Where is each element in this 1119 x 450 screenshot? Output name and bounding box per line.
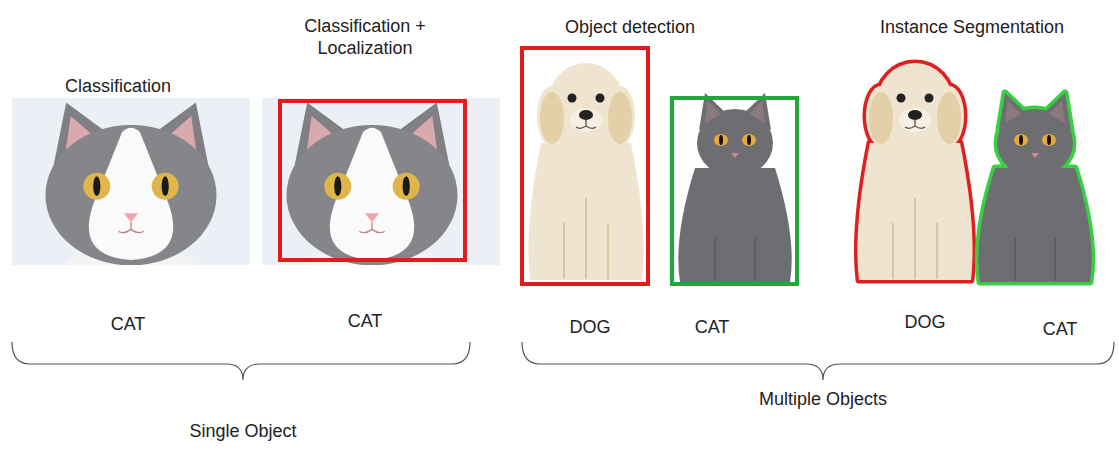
dog-image: [857, 63, 972, 280]
bounding-box: [522, 48, 648, 284]
cat-image: [287, 103, 458, 266]
segmentation-mask: [978, 93, 1091, 282]
segmentation-mask: [857, 63, 972, 280]
cat-image: [678, 93, 791, 282]
task-title: Object detection: [565, 17, 695, 39]
task-title: Instance Segmentation: [880, 17, 1064, 39]
group-label: Multiple Objects: [759, 389, 887, 411]
dog-image: [528, 63, 643, 280]
task-title: Classification + Localization: [280, 16, 450, 59]
cat-image: [978, 93, 1091, 282]
group-label: Single Object: [189, 421, 296, 443]
class-label: CAT: [111, 314, 146, 336]
brace: [522, 342, 1114, 380]
brace: [12, 342, 470, 380]
task-title: Classification: [65, 76, 171, 98]
bounding-box: [280, 101, 465, 260]
class-label: CAT: [348, 311, 383, 333]
class-label: CAT: [695, 317, 730, 339]
cat-image: [45, 103, 216, 266]
class-label: CAT: [1043, 319, 1078, 341]
class-label: DOG: [569, 317, 610, 339]
class-label: DOG: [904, 312, 945, 334]
bounding-box: [672, 98, 797, 284]
